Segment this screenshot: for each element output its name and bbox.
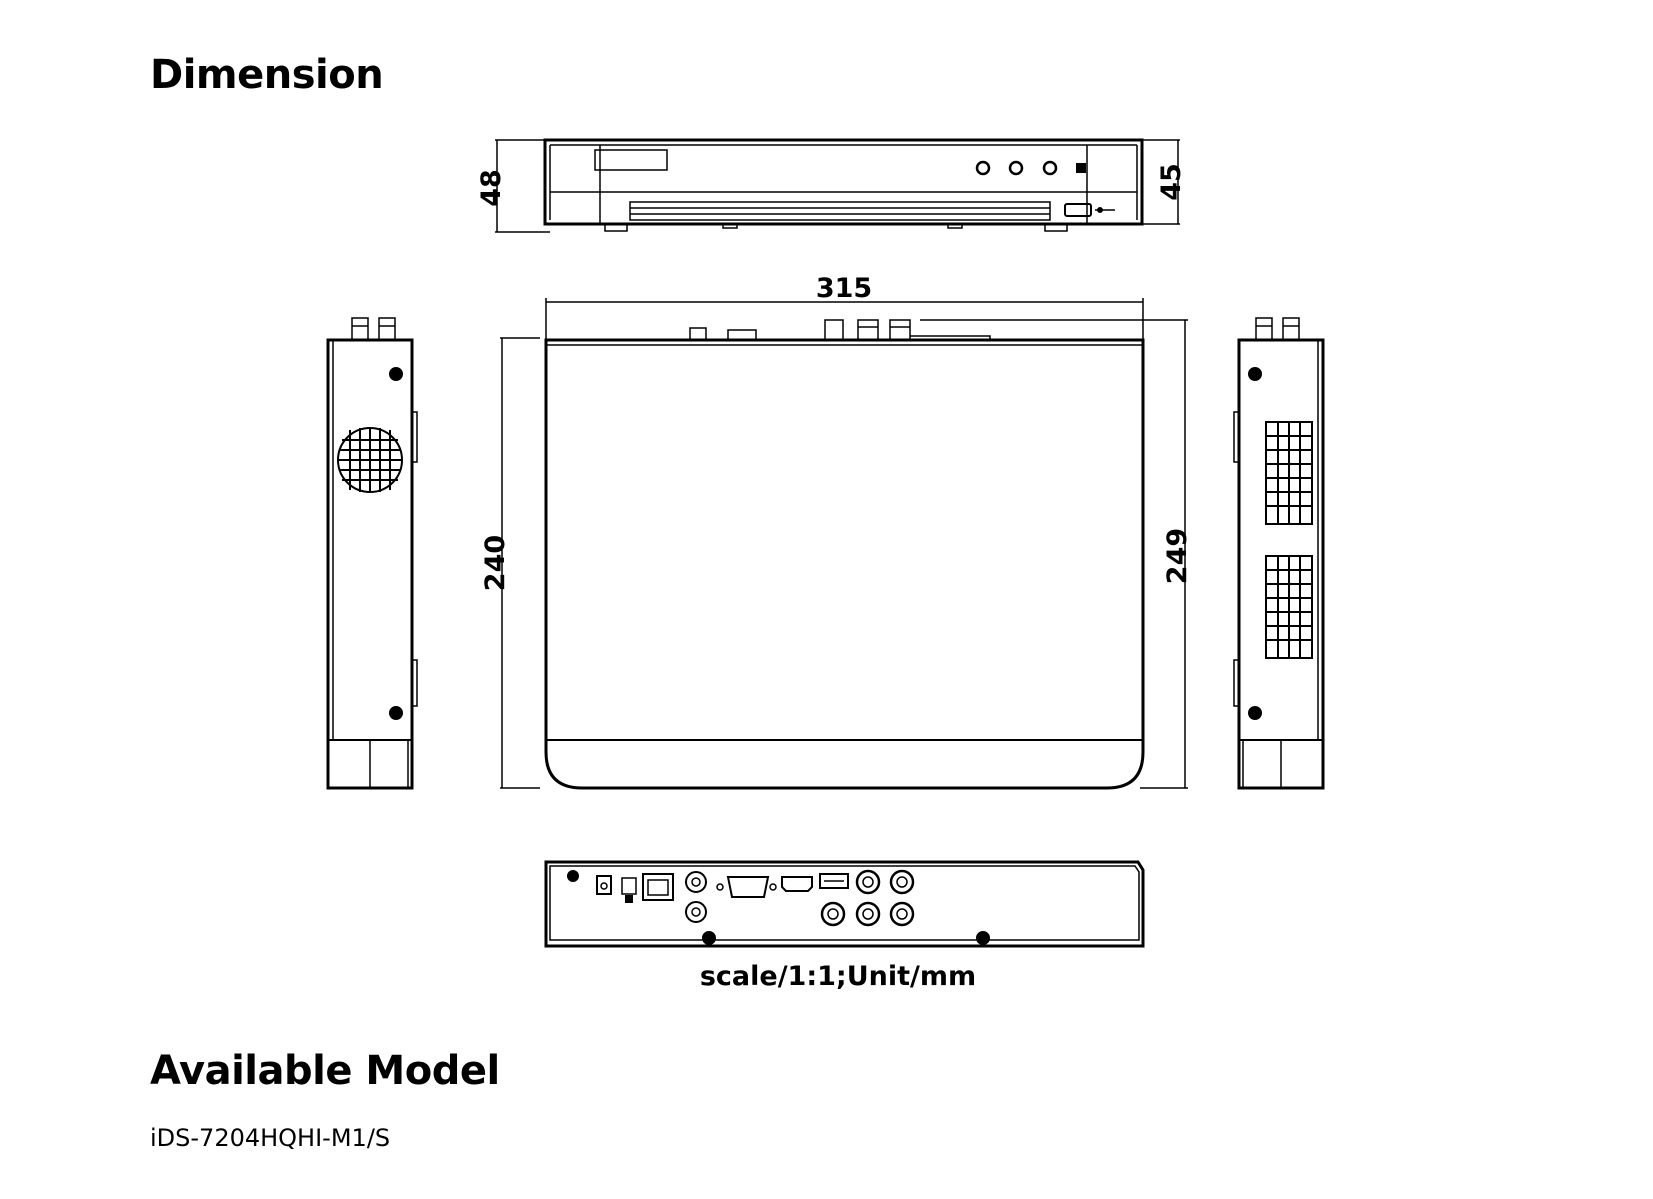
rear-view <box>544 860 1145 948</box>
dim-front-height-left: 48 <box>476 169 507 207</box>
dim-top-depth-left: 240 <box>480 535 511 591</box>
front-view <box>495 138 1180 233</box>
speaker-grill <box>337 427 403 493</box>
available-model-heading: Available Model <box>150 1048 500 1094</box>
dim-top-width: 315 <box>816 273 872 304</box>
dim-front-height-right: 45 <box>1156 163 1187 201</box>
model-name: iDS-7204HQHI-M1/S <box>150 1124 391 1152</box>
dim-top-depth-right: 249 <box>1162 528 1193 584</box>
vent-grill-upper <box>1265 421 1313 525</box>
right-side-view <box>1233 317 1325 790</box>
dimension-heading: Dimension <box>150 52 384 98</box>
left-side-view <box>326 317 418 790</box>
top-view <box>500 298 1188 790</box>
scale-note: scale/1:1;Unit/mm <box>700 961 976 992</box>
vent-grill-lower <box>1265 555 1313 659</box>
